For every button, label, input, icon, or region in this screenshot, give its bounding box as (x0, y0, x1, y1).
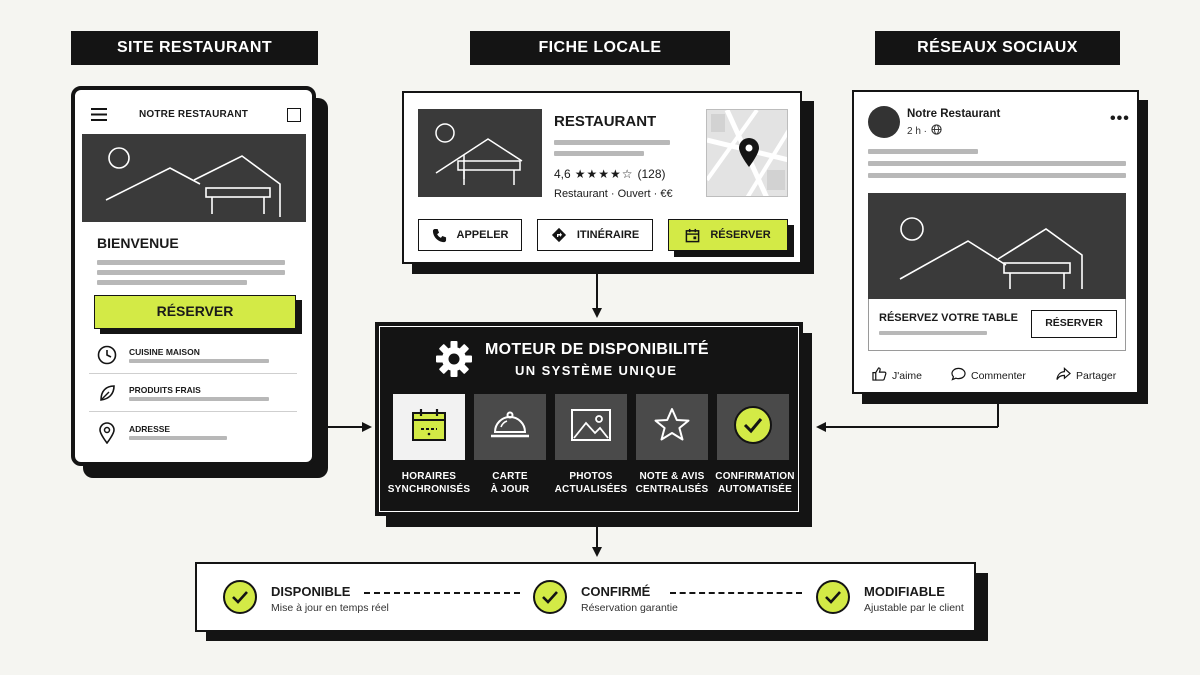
header-fiche-locale: FICHE LOCALE (470, 31, 730, 65)
list-item-produits: PRODUITS FRAIS (89, 376, 297, 412)
image-icon (570, 408, 612, 447)
fiche-reserve-label: RÉSERVER (710, 229, 771, 241)
route-button-label: ITINÉRAIRE (576, 229, 640, 241)
status-confirme: CONFIRMÉ (581, 584, 651, 599)
gear-icon (435, 340, 473, 383)
star-icon (653, 407, 691, 448)
check-icon (733, 405, 773, 450)
fiche-image (418, 109, 542, 197)
post-cta-bar: RÉSERVEZ VOTRE TABLE RÉSERVER (868, 299, 1126, 351)
tile-carte[interactable] (474, 394, 546, 460)
rating-count: (128) (637, 167, 666, 181)
location-pin-icon (98, 422, 116, 449)
like-action[interactable]: J'aime (872, 367, 922, 384)
list-item-cuisine: CUISINE MAISON (89, 338, 297, 374)
tile-confirmation[interactable] (717, 394, 789, 460)
leaf-icon (97, 383, 117, 408)
share-action[interactable]: Partager (1056, 367, 1116, 384)
site-title: NOTRE RESTAURANT (138, 109, 249, 120)
check-icon (533, 580, 567, 614)
engine-subtitle: UN SYSTÈME UNIQUE (515, 363, 678, 378)
thumbs-up-icon (872, 367, 887, 384)
availability-engine: MOTEUR DE DISPONIBILITÉ UN SYSTÈME UNIQU… (375, 322, 803, 516)
calendar-icon (685, 228, 700, 243)
status-modifiable-sub: Ajustable par le client (864, 602, 964, 614)
list-item-adresse: ADRESSE (89, 414, 297, 450)
comment-icon (951, 367, 966, 384)
post-time-row: 2 h · (907, 124, 942, 138)
post-reserve-button[interactable]: RÉSERVER (1031, 310, 1117, 338)
social-post-card: Notre Restaurant 2 h · ••• RÉSERVEZ VOTR… (852, 90, 1139, 394)
social-page-name[interactable]: Notre Restaurant (907, 108, 1001, 120)
header-site-restaurant: SITE RESTAURANT (71, 31, 318, 65)
status-bar: DISPONIBLE Mise à jour en temps réel CON… (195, 562, 976, 632)
site-reserve-button[interactable]: RÉSERVER (94, 295, 296, 329)
map-thumbnail[interactable] (706, 109, 788, 197)
list-item-label: ADRESSE (129, 424, 171, 434)
status-modifiable: MODIFIABLE (864, 584, 945, 599)
phone-icon (432, 228, 447, 243)
avatar[interactable] (868, 106, 900, 138)
tile-photos[interactable] (555, 394, 627, 460)
more-options-icon[interactable]: ••• (1110, 110, 1130, 127)
fiche-locale-card: RESTAURANT 4,6 ★★★★☆ (128) Restaurant · … (402, 91, 802, 264)
tile-horaires[interactable] (393, 394, 465, 460)
comment-action[interactable]: Commenter (951, 367, 1026, 384)
restaurant-illustration-icon (435, 123, 523, 185)
status-confirme-sub: Réservation garantie (581, 602, 678, 614)
call-button-label: APPELER (456, 229, 509, 241)
directions-icon (551, 227, 567, 243)
share-icon (1056, 367, 1071, 384)
header-reseaux-sociaux: RÉSEAUX SOCIAUX (875, 31, 1120, 65)
status-disponible: DISPONIBLE (271, 584, 351, 599)
rating-value: 4,6 (554, 167, 571, 181)
phone-mockup: NOTRE RESTAURANT BIENVENUE RÉSERVER CUIS… (71, 86, 316, 466)
post-cta-text: RÉSERVEZ VOTRE TABLE (879, 312, 1018, 324)
map-pin-icon (738, 138, 760, 173)
engine-title: MOTEUR DE DISPONIBILITÉ (485, 341, 709, 358)
check-icon (816, 580, 850, 614)
check-icon (223, 580, 257, 614)
cloche-icon (489, 407, 531, 448)
menu-icon[interactable] (91, 108, 107, 126)
fiche-name: RESTAURANT (554, 113, 657, 130)
comment-label: Commenter (971, 369, 1026, 382)
fiche-reserve-button[interactable]: RÉSERVER (668, 219, 788, 251)
list-item-label: PRODUITS FRAIS (129, 385, 201, 395)
square-icon[interactable] (287, 108, 301, 122)
calendar-icon (411, 408, 447, 447)
call-button[interactable]: APPELER (418, 219, 522, 251)
list-item-label: CUISINE MAISON (129, 347, 200, 357)
fiche-meta: Restaurant · Ouvert · €€ (554, 188, 673, 200)
fiche-rating-row: 4,6 ★★★★☆ (128) (554, 167, 666, 181)
restaurant-illustration-icon (105, 147, 281, 217)
status-disponible-sub: Mise à jour en temps réel (271, 602, 389, 614)
clock-icon (97, 345, 117, 370)
hero-image (82, 134, 306, 222)
restaurant-illustration-icon (899, 217, 1083, 289)
post-time: 2 h · (907, 125, 928, 137)
welcome-heading: BIENVENUE (97, 235, 179, 251)
route-button[interactable]: ITINÉRAIRE (537, 219, 653, 251)
globe-icon (931, 124, 942, 138)
post-image[interactable] (868, 193, 1126, 299)
rating-stars-icon: ★★★★☆ (574, 167, 634, 181)
share-label: Partager (1076, 369, 1117, 382)
like-label: J'aime (892, 369, 923, 382)
tile-avis[interactable] (636, 394, 708, 460)
